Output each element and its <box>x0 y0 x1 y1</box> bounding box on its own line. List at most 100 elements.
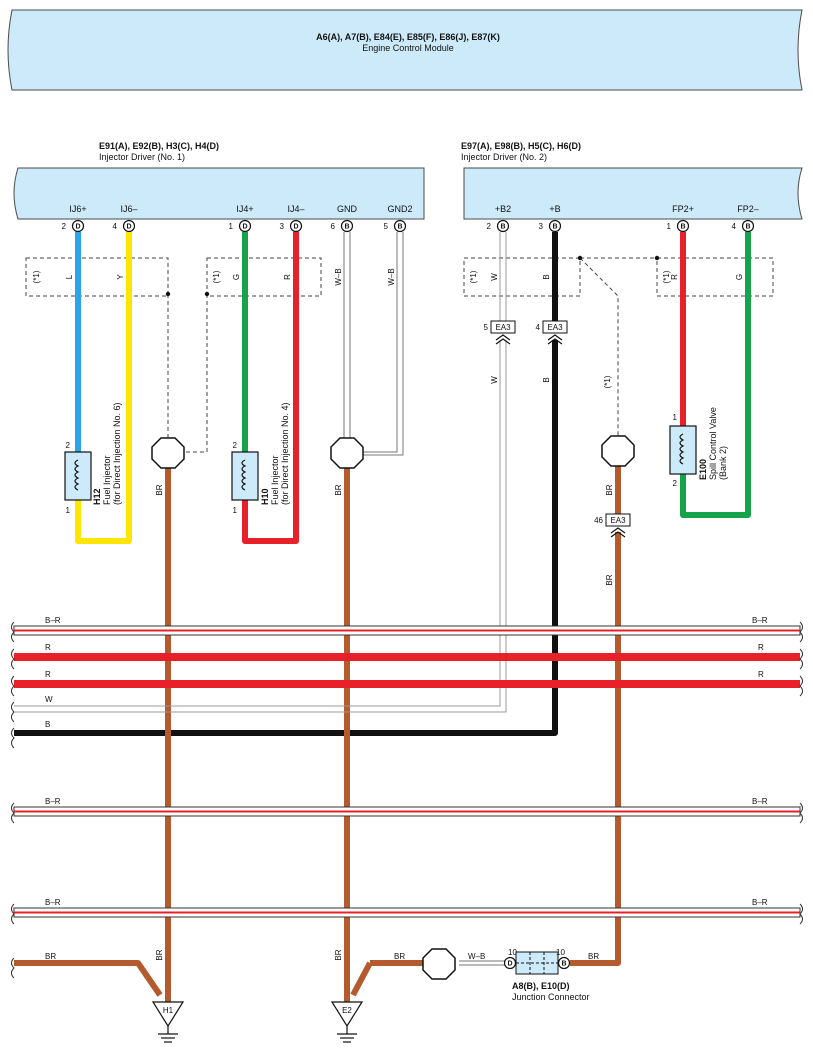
break-mark-icon <box>11 648 15 670</box>
break-mark-icon <box>11 802 15 824</box>
wire-label: W–B <box>468 952 485 961</box>
ea3-box <box>542 320 568 334</box>
pin-num: 3 <box>539 222 544 231</box>
coil-icon <box>679 433 685 465</box>
pin-label-b: +B <box>549 204 560 214</box>
connector-circle <box>393 219 407 233</box>
driver2-box <box>463 167 803 220</box>
ea3-num: 5 <box>484 323 489 332</box>
break-mark-icon <box>11 701 15 723</box>
junction-pin-right: 10 <box>556 948 565 957</box>
wire-label: R <box>283 274 292 280</box>
wire-label: R <box>670 274 679 280</box>
h12-desc1: Fuel Injector <box>102 455 112 505</box>
wire-label: BR <box>588 952 599 961</box>
pin-num: 6 <box>331 222 336 231</box>
wire-label: BR <box>605 574 614 585</box>
ground-h1: H1 <box>151 1001 185 1043</box>
shield-box-2 <box>206 257 322 297</box>
pin-num: 3 <box>280 222 285 231</box>
coil-icon <box>241 459 247 491</box>
shield-box-3 <box>463 257 581 297</box>
pin-label-ij4p: IJ4+ <box>236 204 253 214</box>
bus-label-right: B–R <box>752 616 768 625</box>
connector-circle <box>557 956 571 970</box>
connector-circle <box>122 219 136 233</box>
junction-name: Junction Connector <box>512 992 590 1002</box>
ecm-connectors: A6(A), A7(B), E84(E), E85(F), E86(J), E8… <box>316 32 500 42</box>
valve-e100: 1 2 E100 Spill Control Valve (Bank 2) <box>669 407 728 488</box>
wire-r <box>242 232 299 544</box>
pin-num: 4 <box>732 222 737 231</box>
connector-circle <box>741 219 755 233</box>
splice-h1 <box>151 437 185 469</box>
pin-num: 1 <box>229 222 234 231</box>
bus-br-2: B–R B–R <box>13 797 801 817</box>
ea3-connectors: EA3 5 EA3 4 EA3 46 <box>484 320 631 538</box>
injector-driver-1: E91(A), E92(B), H3(C), H4(D) Injector Dr… <box>13 141 425 220</box>
driver2-connectors: E97(A), E98(B), H5(C), H6(D) <box>461 141 581 151</box>
connector-circle <box>496 219 510 233</box>
wire-label: BR <box>45 952 56 961</box>
pin-label-fp2p: FP2+ <box>672 204 694 214</box>
ea3-num: 46 <box>594 516 603 525</box>
h10-desc1: Fuel Injector <box>270 455 280 505</box>
pin-conn: D <box>242 224 247 231</box>
ea3-box <box>490 320 516 334</box>
pin-label-ij4m: IJ4– <box>287 204 304 214</box>
pin-label-gnd: GND <box>337 204 358 214</box>
bus-label-left: B–R <box>45 616 61 625</box>
ea3-label: EA3 <box>610 516 626 525</box>
junction-connector: 10 D 10 B A8(B), E10(D) Junction Connect… <box>503 948 590 1002</box>
connector-chevron-icon <box>547 334 563 345</box>
bus-r-1: R R <box>14 643 800 661</box>
break-mark-icon <box>11 727 15 749</box>
bus-label-right: R <box>758 643 764 652</box>
ground-label: E2 <box>342 1006 352 1015</box>
ea3-label: EA3 <box>495 323 511 332</box>
buses: B–R B–R R R R R W B B–R B–R B–R B–R <box>11 616 803 979</box>
break-mark-icon <box>11 621 15 643</box>
wire-label: B <box>542 274 551 279</box>
junction-conn-right: B <box>561 961 566 968</box>
h10-desc2: (for Direct Injection No. 4) <box>280 402 290 505</box>
bus-label-right: B–R <box>752 797 768 806</box>
white-wire <box>14 232 507 713</box>
h12-id: H12 <box>92 488 102 505</box>
wire-br-e2-branch <box>350 961 373 997</box>
wire-br-left <box>14 960 163 997</box>
driver1-connectors: E91(A), E92(B), H3(C), H4(D) <box>99 141 219 151</box>
connector-circle <box>676 219 690 233</box>
bus-label-left: B <box>45 720 50 729</box>
bus-label-left: R <box>45 643 51 652</box>
bus-br-1: B–R B–R <box>13 616 801 636</box>
bus-label-right: R <box>758 670 764 679</box>
junction-conn-left: D <box>507 961 512 968</box>
e100-desc2: (Bank 2) <box>718 446 728 480</box>
wire-label: BR <box>605 484 614 495</box>
ecm-name: Engine Control Module <box>362 43 454 53</box>
connector-chevron-icon <box>495 334 511 345</box>
break-mark-icon <box>11 675 15 697</box>
driver1-pins: IJ6+ IJ6– IJ4+ IJ4– GND GND2 2 D 4 D 1 D… <box>62 204 413 233</box>
break-mark-icon <box>799 802 803 824</box>
bus-r-2: R R <box>14 670 800 688</box>
wire-label: B <box>542 377 551 382</box>
wires <box>14 232 751 1002</box>
bus-label-left: W <box>45 695 53 704</box>
wire-label: BR <box>155 949 164 960</box>
shield-drain-3 <box>579 257 619 438</box>
pin-label-fp2m: FP2– <box>737 204 759 214</box>
bus-label-left: R <box>45 670 51 679</box>
shield-boxes <box>25 257 774 453</box>
wire-g-fp2 <box>680 232 751 518</box>
ground-label: H1 <box>163 1006 174 1015</box>
shield-mark: (*1) <box>469 270 478 283</box>
pin-num: 2 <box>233 441 238 450</box>
pin-conn: B <box>745 224 750 231</box>
connector-circle <box>548 219 562 233</box>
splice-e2 <box>330 437 364 469</box>
ea3-box <box>605 513 631 527</box>
wire-b-lower <box>14 340 558 736</box>
pin-conn: B <box>500 224 505 231</box>
